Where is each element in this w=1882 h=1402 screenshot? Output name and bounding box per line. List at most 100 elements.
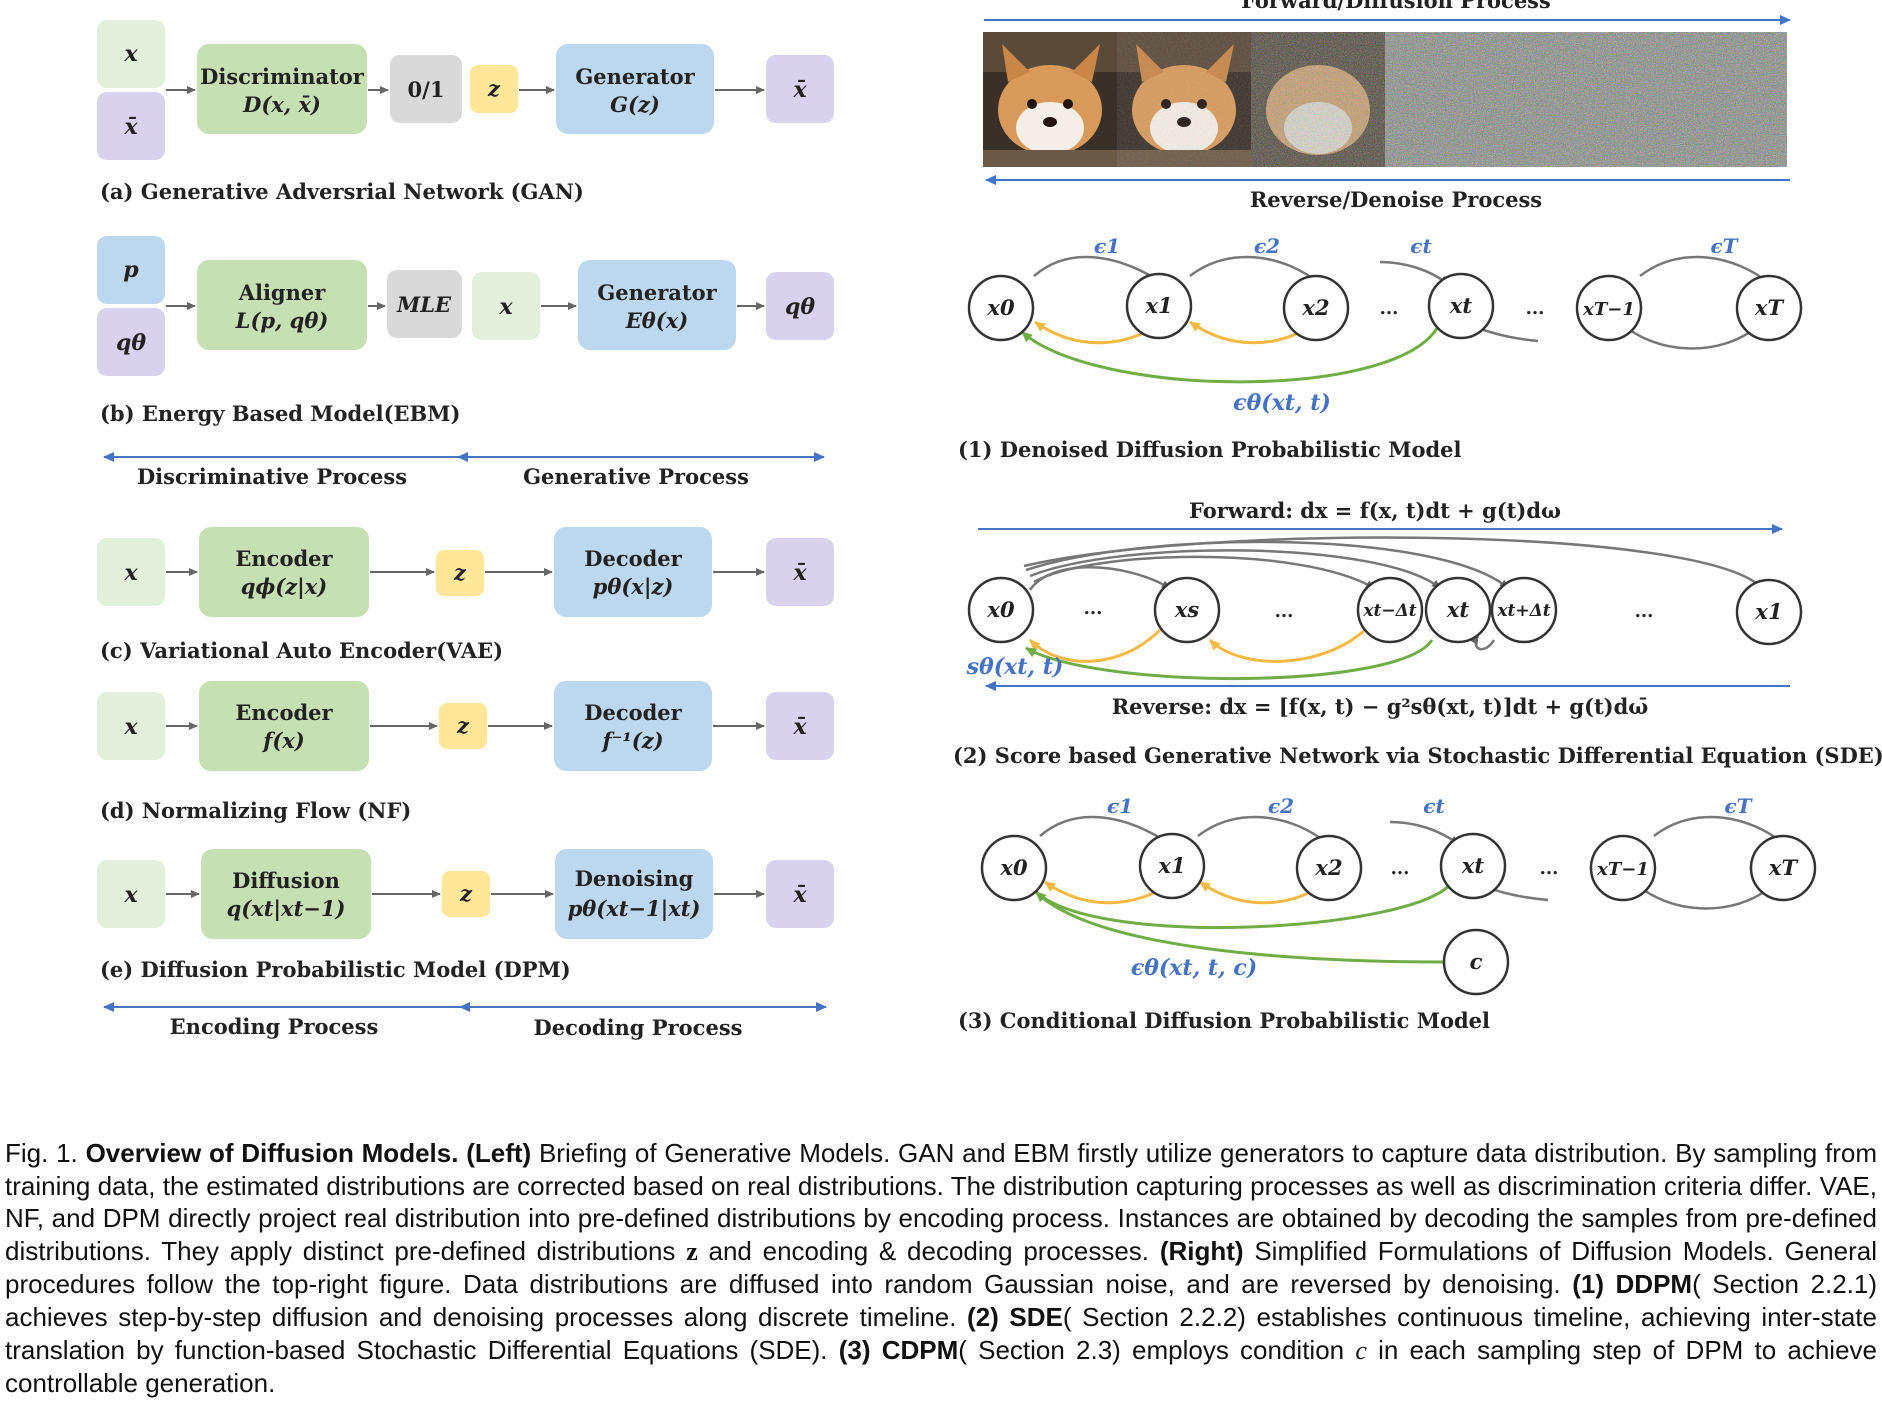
- dog-image-clean: [983, 32, 1117, 167]
- ddpm-node-x1: [1125, 272, 1193, 340]
- ddpm-node-x2: [1282, 274, 1350, 342]
- vae-out: x̄: [792, 560, 807, 586]
- caption-left-text-2: and encoding & decoding processes.: [708, 1235, 1150, 1266]
- sde-caption: (2) Score based Generative Network via S…: [953, 743, 1882, 768]
- cdpm-eps-t: ϵt: [1423, 794, 1445, 818]
- vae-encoder-title: Encoder: [235, 546, 333, 571]
- dpm-out-box: [766, 860, 834, 928]
- ddpm-label-x0: x0: [986, 295, 1015, 320]
- aligner-formula: L(p, qθ): [235, 308, 329, 333]
- sde-label-xs: xs: [1174, 597, 1200, 622]
- vae-x-box: [97, 538, 165, 606]
- dpm-out: x̄: [792, 882, 807, 908]
- noise-image: [1385, 32, 1787, 167]
- sde-node-xs: [1153, 576, 1221, 644]
- ddpm-node-xT: [1735, 274, 1803, 342]
- caption-ddpm-text: ( Section 2.2.1) achieves step-by-step d…: [5, 1269, 1878, 1332]
- sde-node-xt: [1424, 576, 1492, 644]
- decoding-process-label: Decoding Process: [534, 1015, 743, 1040]
- sde-label-x0: x0: [986, 597, 1015, 622]
- ebm-generator-formula: Eθ(x): [625, 308, 688, 333]
- gan-x: x: [123, 41, 138, 67]
- diffusion-overview: Forward/Diffusion Process: [983, 0, 1791, 212]
- generator-title: Generator: [575, 64, 695, 89]
- gan-z-box: [470, 65, 518, 113]
- nf-z-box: [439, 703, 487, 749]
- denoising-title: Denoising: [575, 866, 694, 891]
- caption-sde-label: (2) SDE: [967, 1301, 1063, 1332]
- sde-node-xt+dt: [1490, 576, 1558, 644]
- cdpm-node-xt: [1439, 832, 1507, 900]
- figure-diagram: x x̄ Discriminator D(x, x̄) 0/1 z Genera…: [97, 0, 1882, 1040]
- diffusion-box: [201, 849, 371, 939]
- ebm-out-box: [766, 272, 834, 340]
- cdpm-label-x1: x1: [1157, 853, 1185, 878]
- caption-right-label: (Right): [1159, 1235, 1244, 1266]
- sde-label-x1: x1: [1754, 599, 1782, 624]
- nf-decoder-formula: f⁻¹(z): [600, 728, 663, 753]
- encoding-process-label: Encoding Process: [170, 1014, 379, 1039]
- ebm-diagram: p qθ Aligner L(p, qθ) MLE x Generator Eθ…: [97, 236, 834, 426]
- gan-x-box: [97, 20, 165, 88]
- vae-z-box: [436, 550, 484, 596]
- dpm-z: z: [459, 881, 473, 906]
- caption-ddpm-label: (1) DDPM: [1572, 1269, 1693, 1300]
- generator-box: [556, 44, 714, 134]
- gan-diagram: x x̄ Discriminator D(x, x̄) 0/1 z Genera…: [97, 20, 834, 204]
- cdpm-eps-T: ϵT: [1724, 794, 1753, 818]
- gan-out: x̄: [792, 77, 807, 103]
- ddpm-node-x0: [967, 274, 1035, 342]
- forward-process-label: Forward/Diffusion Process: [1241, 0, 1551, 13]
- dpm-x: x: [123, 882, 138, 908]
- caption-fig-number: Fig. 1.: [5, 1138, 78, 1168]
- nf-encoder-formula: f(x): [261, 728, 304, 753]
- sde-diagram: Forward: dx = f(x, t)dt + g(t)dω: [953, 498, 1882, 768]
- ebm-p-box: [97, 236, 165, 304]
- vae-caption: (c) Variational Auto Encoder(VAE): [100, 638, 503, 663]
- sde-dots-1: ...: [1084, 598, 1103, 619]
- dog-image-noisy-2: [1251, 32, 1385, 167]
- sde-dots-2: ...: [1275, 601, 1294, 622]
- caption-sde-text: ( Section 2.2.2) establishes continuous …: [5, 1301, 1877, 1365]
- dpm-z-box: [442, 871, 490, 917]
- discriminator-box: [197, 44, 367, 134]
- nf-out: x̄: [792, 714, 807, 740]
- cdpm-label-x2: x2: [1314, 855, 1342, 880]
- cdpm-node-x1: [1138, 832, 1206, 900]
- caption-cdpm-label: (3) CDPM: [838, 1334, 959, 1365]
- mle-box: [387, 270, 462, 338]
- cdpm-eps-2: ϵ2: [1268, 794, 1294, 818]
- caption-cdpm-text: ( Section 2.3) employs condition: [958, 1334, 1345, 1365]
- sde-score: sθ(xt, t): [966, 654, 1064, 680]
- discriminator-formula: D(x, x̄): [242, 92, 321, 117]
- denoising-box: [555, 849, 713, 939]
- dpm-x-box: [97, 860, 165, 928]
- vae-out-box: [766, 538, 834, 606]
- dpm-diagram: x Diffusion q(xt|xt−1) z Denoising pθ(xt…: [97, 849, 834, 982]
- nf-encoder-box: [199, 681, 369, 771]
- sde-label-xt-dt: xt−Δt: [1362, 601, 1416, 621]
- caption-right-text: Simplified Formulations of Diffusion Mod…: [5, 1235, 1877, 1300]
- cdpm-label-xt: xt: [1461, 853, 1485, 878]
- aligner-box: [197, 260, 367, 350]
- ddpm-label-xt: xt: [1449, 293, 1473, 318]
- ddpm-node-xT-1: [1575, 274, 1643, 342]
- ddpm-nodes: [967, 272, 1803, 342]
- ebm-caption: (b) Energy Based Model(EBM): [100, 401, 460, 426]
- ddpm-label-xT: xT: [1754, 295, 1785, 320]
- ddpm-eps-t: ϵt: [1410, 234, 1432, 258]
- nf-x-box: [97, 692, 165, 760]
- ebm-q-box: [97, 308, 165, 376]
- diffusion-formula: q(xt|xt−1): [227, 896, 346, 921]
- generator-formula: G(z): [610, 92, 660, 117]
- vae-decoder-formula: pθ(x|z): [593, 574, 674, 599]
- aligner-title: Aligner: [238, 280, 327, 305]
- nf-diagram: x Encoder f(x) z Decoder f⁻¹(z) x̄ (d) N…: [97, 681, 834, 823]
- dog-image-noisy-1: [1117, 32, 1251, 167]
- cdpm-node-x2: [1295, 834, 1363, 902]
- ddpm-label-x2: x2: [1301, 295, 1329, 320]
- nf-decoder-title: Decoder: [584, 700, 682, 725]
- gan-xbar: x̄: [123, 114, 138, 140]
- caption-z: z: [686, 1236, 698, 1266]
- caption-title: Overview of Diffusion Models.: [85, 1138, 459, 1168]
